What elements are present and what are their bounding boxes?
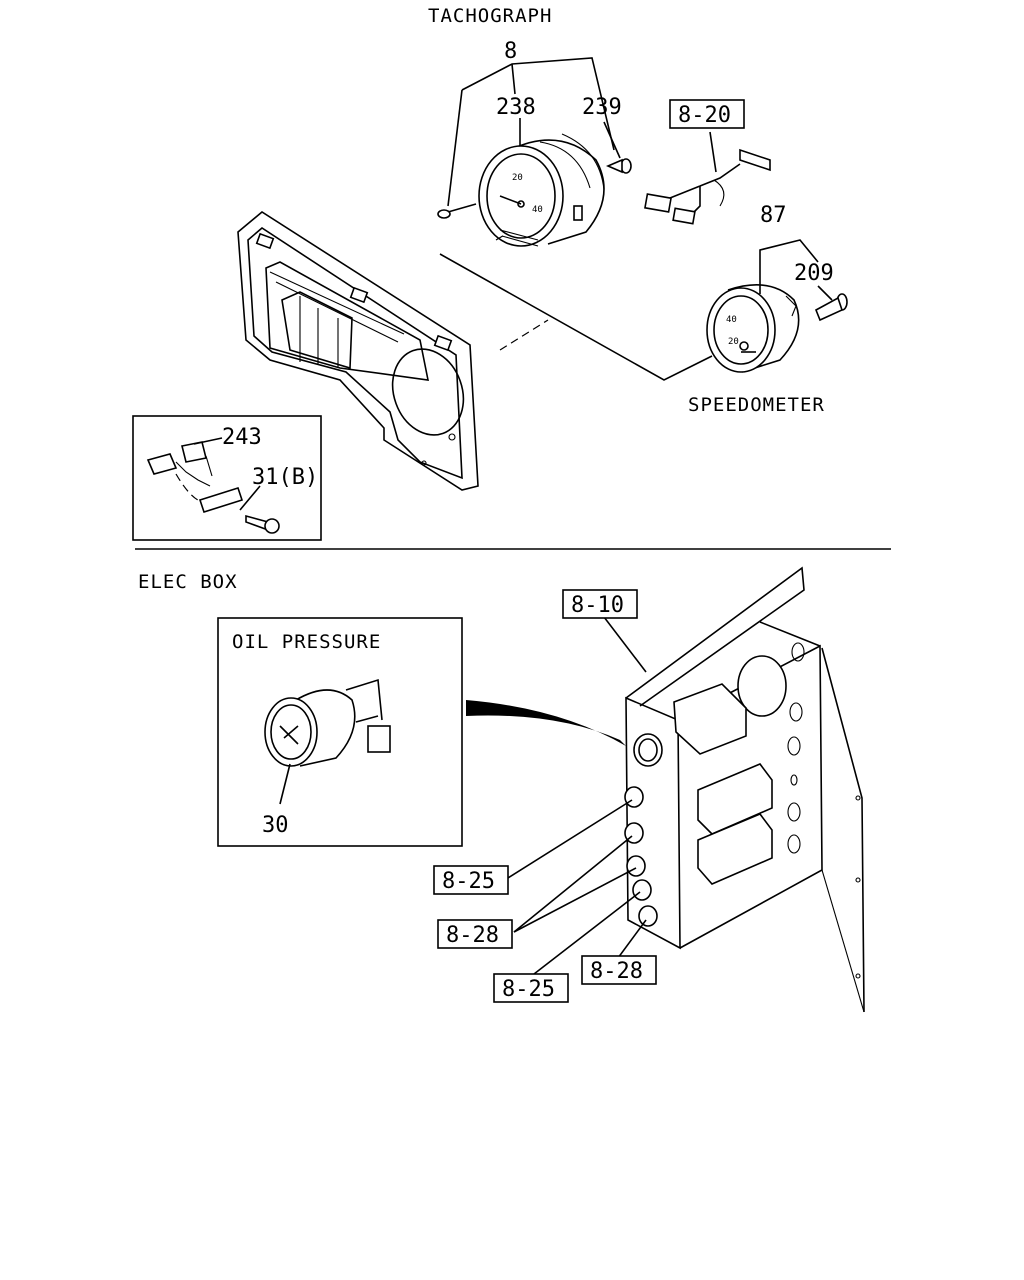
section-title-speedometer: SPEEDOMETER [688,394,825,416]
leader-meters [439,253,713,381]
bulb-socket-239 [605,158,632,174]
callout-87: 87 [760,203,787,228]
section-title-tachograph: TACHOGRAPH [428,5,552,27]
oil-pressure-gauge [264,678,391,805]
ring-terminal [437,203,477,219]
instrument-panel-bezel [237,211,479,491]
callout-30: 30 [262,813,289,838]
callout-8-28b: 8-28 [590,959,643,984]
callout-box-8-25a [433,865,509,895]
callout-box-8-28a [437,919,513,949]
electrical-box [624,566,865,1013]
speedometer-meter: 40 20 [706,284,800,373]
callout-box-8-10 [562,589,638,619]
leader-8-10 [603,616,647,673]
svg-text:20: 20 [728,337,739,347]
callout-8-25b: 8-25 [502,977,555,1002]
callout-239: 239 [582,95,622,120]
connector-inset [132,415,322,541]
svg-text:40: 40 [532,205,543,215]
callout-238: 238 [496,95,536,120]
callout-8: 8 [504,39,517,64]
callout-8-28a: 8-28 [446,923,499,948]
leader-239 [603,121,621,159]
leader-8-28a [513,835,633,933]
bulb-socket-209 [814,293,848,322]
oil-pressure-inset [217,617,463,847]
callout-8-25a: 8-25 [442,869,495,894]
svg-text:20: 20 [512,173,523,183]
leader-8 [461,57,615,151]
callout-box-8-28b [581,955,657,985]
callout-8-20: 8-20 [678,103,731,128]
leader-8-20 [709,131,717,173]
callout-209: 209 [794,261,834,286]
section-title-oil-pressure: OIL PRESSURE [232,631,381,653]
leader-8-25b [533,891,641,975]
svg-text:40: 40 [726,315,737,325]
callout-243: 243 [222,425,262,450]
callout-box-8-25b [493,973,569,1003]
callout-8-10: 8-10 [571,593,624,618]
leader-8-28b [617,919,647,959]
leader-87 [759,239,819,294]
callout-box-8-20 [669,99,745,129]
tachograph-meter: 20 40 [478,133,605,247]
callout-31b: 31(B) [252,465,318,490]
leader-209 [817,285,833,301]
pointer-arrow [466,700,626,746]
leader-8-25a [507,799,633,879]
section-title-elec-box: ELEC BOX [138,571,238,593]
wiring-harness-8-20 [644,148,771,225]
